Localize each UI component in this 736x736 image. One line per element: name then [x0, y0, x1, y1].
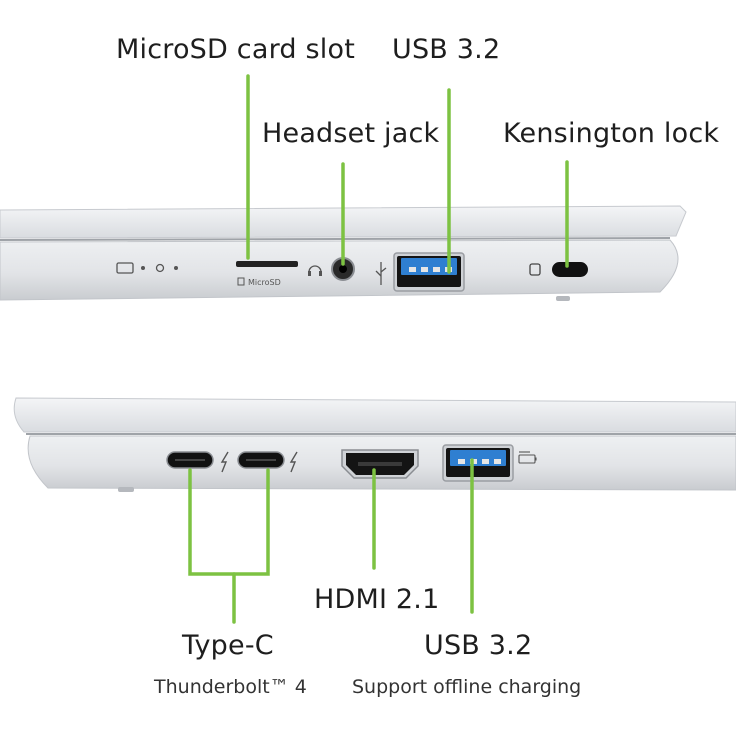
foot-bottom	[118, 487, 134, 492]
laptop-side-left: MicroSD	[0, 205, 687, 301]
label-thunderbolt-4: Thunderbolt™ 4	[154, 676, 307, 698]
usb-a-port-top	[393, 252, 465, 292]
thunderbolt-icon-1	[220, 451, 229, 473]
lid-bottom	[13, 397, 736, 433]
label-usb-3-2-top: USB 3.2	[392, 34, 501, 65]
top-callout-lines	[246, 74, 569, 274]
hdmi-port	[341, 449, 419, 479]
kensington-slot	[552, 262, 588, 277]
usb-a-port-bottom	[442, 444, 514, 482]
thunderbolt-icon-2	[289, 451, 298, 473]
bottom-callout-lines	[188, 458, 474, 624]
label-hdmi-2-1: HDMI 2.1	[314, 584, 440, 615]
battery-indicator-icon	[116, 262, 134, 274]
label-headset-jack: Headset jack	[262, 118, 440, 149]
laptop-side-right	[13, 397, 736, 492]
label-type-c: Type-C	[182, 630, 274, 661]
power-light-icon	[155, 263, 165, 273]
indicator-dot	[174, 266, 178, 270]
indicator-dot	[141, 266, 145, 270]
label-microsd-card-slot: MicroSD card slot	[116, 34, 355, 65]
lid-seam	[0, 237, 671, 241]
offline-charging-icon	[518, 451, 537, 464]
kensington-icon	[529, 263, 541, 276]
callout-bracket-typec	[188, 468, 270, 576]
microsd-engraving-icon	[237, 277, 245, 286]
label-usb-3-2-bottom: USB 3.2	[424, 630, 533, 661]
usb-symbol-icon	[375, 262, 387, 285]
headset-icon	[308, 265, 322, 273]
microsd-slot	[236, 261, 298, 267]
microsd-engraving: MicroSD	[248, 278, 281, 287]
foot-top	[556, 296, 570, 301]
label-offline-charging: Support offline charging	[352, 676, 582, 698]
status-indicators	[116, 262, 178, 274]
label-kensington-lock: Kensington lock	[503, 118, 720, 149]
